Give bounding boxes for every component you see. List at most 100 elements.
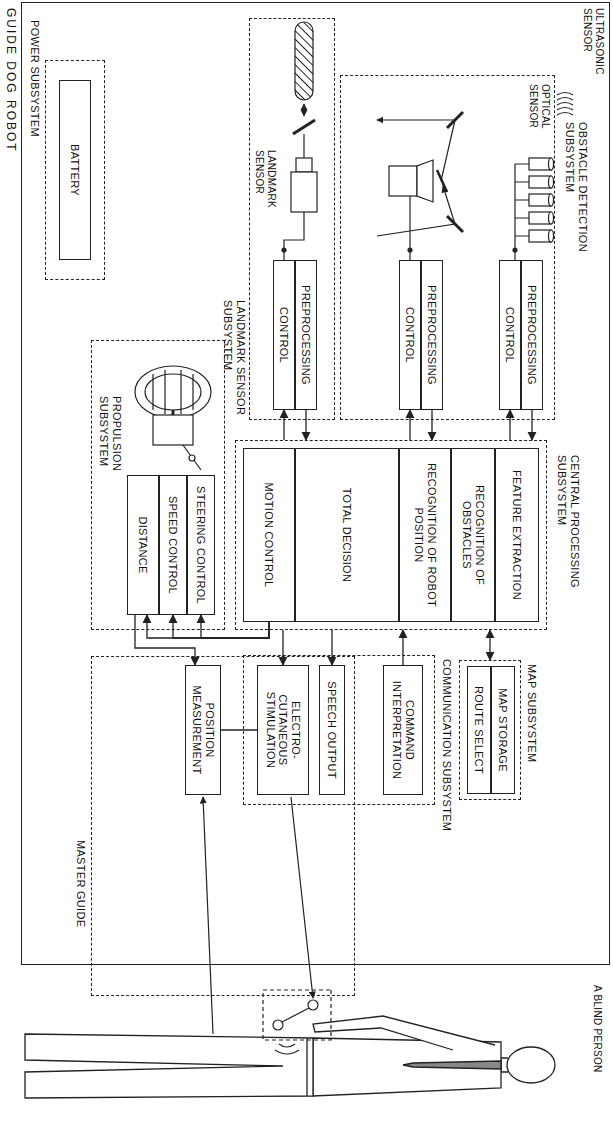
ultrasonic-sensor-part [515,164,529,260]
landmark-sensor-part [295,22,313,100]
box-label: COMMAND INTERPRETATION [390,668,415,792]
connector [135,615,195,665]
optical-sensor-part [377,120,455,181]
process-box: PREPROCESSING [421,260,443,410]
subsystem-heading: POWER SUBSYSTEM [28,20,41,220]
ultrasonic-sensor-part [529,212,551,224]
process-box: BATTERY [59,80,91,260]
ultrasonic-sensor-part [549,158,554,170]
blind-person-part [501,1058,508,1072]
ultrasonic-sensor-part [549,194,554,206]
connector [305,410,306,440]
stimulator-harness-part [291,797,313,998]
box-label: STEERING CONTROL [195,486,208,604]
connector [531,410,532,440]
box-label: CONTROL [278,307,291,363]
drive-wheel-part [183,445,201,470]
process-box: STEERING CONTROL [187,475,215,615]
process-box: ELECTRO-CUTANEOUS STIMULATION [257,665,309,795]
subsystem-heading: MAP SUBSYSTEM [525,664,538,804]
subsystem-box: PROPULSION SUBSYSTEM STEERING CONTROL SPEE… [91,340,225,630]
optical-sensor [377,112,463,260]
box-label: FEATURE EXTRACTION [511,470,524,600]
subsystem-heading: MASTER GUIDE [74,840,87,980]
part-label: LANDMARK SENSOR [253,150,277,222]
robot-frame: GUIDE DOG ROBOTOBSTACLE DETECTION SUBSYS… [21,2,610,965]
process-box: POSITION MEASUREMENT [185,665,221,795]
box-label: BATTERY [69,144,82,196]
process-box: CONTROL [499,260,521,410]
subsystem-heading: OBSTACLE DETECTION SUBSYSTEM [563,122,589,272]
stimulator-harness-part [282,1008,309,1022]
process-box: CONTROL [273,260,295,410]
subsystem-box: COMMUNICATION SUBSYSTEMCOMMAND INTERPRET… [243,655,435,805]
landmark-sensor-part [293,120,315,134]
blind-person [25,1016,555,1098]
box-label: ROUTE SELECT [473,686,486,774]
ultrasonic-sensor-part [549,230,554,242]
subsystem-heading: LANDMARK SENSOR SUBSYSTEM [221,300,247,430]
stimulator-harness-part [275,1044,299,1054]
subsystem-box: LANDMARK SENSOR SUBSYSTEMPREPROCESSINGCO… [249,18,335,420]
subsystem-heading: PROPULSION SUBSYSTEM [97,396,123,486]
part-label: ULTRASONIC SENSOR [581,8,605,88]
connector [489,630,490,660]
blind-person-part [403,1061,501,1069]
box-label: MAP STORAGE [497,688,510,772]
box-label: PREPROCESSING [426,285,439,385]
process-box: TOTAL DECISION [295,448,399,622]
box-label: POSITION MEASUREMENT [190,668,215,792]
ultrasonic-sensor-part [529,194,551,206]
drive-wheel-part [172,410,175,415]
box-label: MOTION CONTROL [263,482,276,587]
drive-wheel-part [135,366,211,418]
subsystem-heading: COMMUNICATION SUBSYSTEM [440,659,453,859]
connector [221,729,257,730]
ultrasonic-sensor-part [549,212,554,224]
connector [331,630,332,665]
stimulator-harness-part [263,990,331,1040]
process-box: PREPROCESSING [521,260,543,410]
landmark-sensor-part [303,134,304,158]
process-box: RECOGNITION OF OBSTACLES [451,448,495,622]
optical-sensor-part [417,160,433,202]
box-label: DISTANCE [137,516,150,573]
process-box: CONTROL [399,260,421,410]
box-label: SPEED CONTROL [167,496,180,594]
subsystem-heading: CENTRAL PROCESSING SUBSYSTEM [555,455,581,615]
optical-sensor-part [377,186,455,236]
box-label: CONTROL [404,307,417,363]
process-box: DISTANCE [127,475,159,615]
connector [509,410,510,440]
process-box: SPEED CONTROL [159,475,187,615]
drive-wheel-part [153,370,193,414]
box-label: PREPROCESSING [300,285,313,385]
ultrasonic-sensor-part [557,108,573,111]
subsystem-box: CENTRAL PROCESSING SUBSYSTEMFEATURE EXTR… [235,440,547,630]
process-box: FEATURE EXTRACTION [495,448,539,622]
stimulator-harness-part [203,797,213,1034]
box-label: TOTAL DECISION [341,488,354,582]
ultrasonic-sensor-part [529,158,551,170]
drive-wheel-part [189,455,195,461]
ultrasonic-sensor-part [529,176,551,188]
ultrasonic-sensor-part [557,113,573,116]
connector [409,410,410,440]
landmark-sensor [282,22,317,260]
ultrasonic-sensor-part [557,93,573,96]
process-box: MAP STORAGE [491,666,515,794]
ultrasonic-sensor-part [549,176,554,188]
process-box: PREPROCESSING [295,260,317,410]
landmark-sensor-part [303,104,304,116]
process-box: MOTION CONTROL [243,448,295,622]
optical-sensor-part [437,170,447,192]
connector [283,410,284,440]
optical-sensor-part [408,248,412,252]
stimulator-harness-part [273,1020,283,1030]
subsystem-box: POWER SUBSYSTEMBATTERY [45,60,105,280]
connector [282,630,283,665]
landmark-sensor-part [291,172,317,212]
ultrasonic-sensor-part [513,248,517,252]
box-label: RECOGNITION OF OBSTACLES [460,451,485,619]
